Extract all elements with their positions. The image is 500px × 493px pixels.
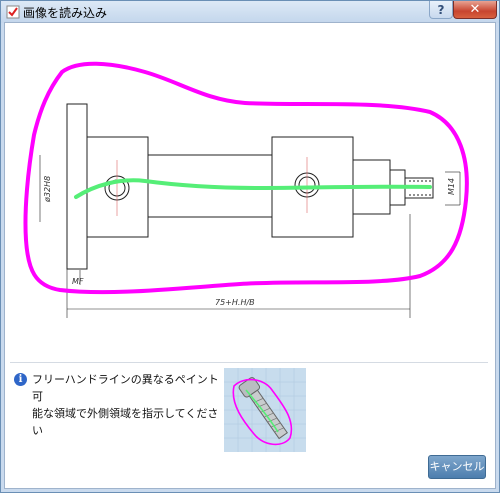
info-icon: i: [14, 373, 27, 386]
title-bar[interactable]: 画像を読み込み ? ✕: [1, 1, 499, 23]
cancel-button[interactable]: キャンセル: [428, 455, 486, 479]
window-title: 画像を読み込み: [23, 6, 108, 20]
length-dimension-label: 75+H.H/B: [215, 298, 255, 307]
technical-drawing: [39, 103, 461, 318]
drawing-canvas[interactable]: 75+H.H/B MF M14 ø32H8: [6, 24, 494, 354]
separator: [10, 362, 488, 363]
app-icon: [6, 5, 20, 19]
diameter-dimension-label: ø32H8: [43, 176, 52, 203]
instruction-line-2: 能な領域で外側領域を指示してください: [32, 407, 219, 437]
instruction-line-1: フリーハンドラインの異なるペイント可: [32, 373, 219, 403]
example-image: [224, 368, 306, 452]
instruction-text: フリーハンドラインの異なるペイント可 能な領域で外側領域を指示してください: [32, 371, 227, 439]
flange-dimension-label: MF: [72, 277, 84, 286]
inner-region-stroke: [74, 178, 432, 199]
outer-region-stroke: [23, 61, 469, 295]
flange-part: [66, 103, 88, 270]
help-button[interactable]: ?: [429, 1, 453, 19]
thread-dimension-label: M14: [447, 178, 456, 195]
close-button[interactable]: ✕: [453, 1, 497, 19]
